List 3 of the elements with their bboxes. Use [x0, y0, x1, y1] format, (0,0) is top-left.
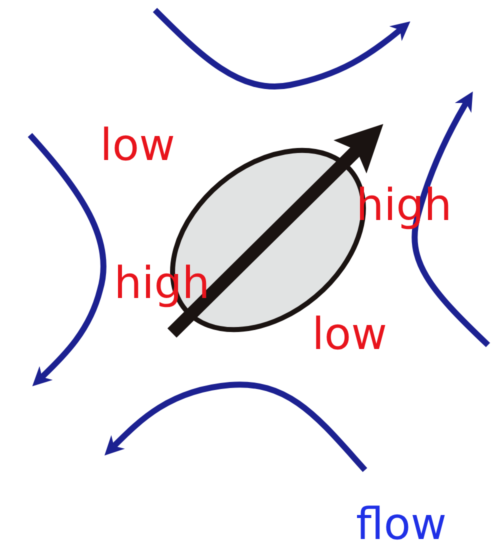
pressure-label: low — [100, 124, 176, 168]
pressure-label: low — [312, 313, 388, 357]
flow-label: flow — [356, 503, 447, 547]
